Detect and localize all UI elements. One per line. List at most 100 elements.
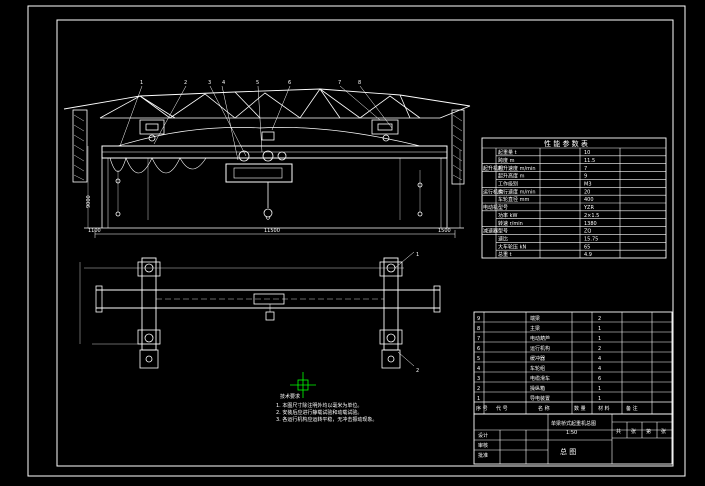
header-name: 名 称 bbox=[538, 405, 550, 412]
param-group: 减速器 bbox=[483, 228, 498, 235]
param-name: 型号 bbox=[498, 228, 508, 235]
callout-label: 6 bbox=[288, 80, 291, 86]
part-number: 4 bbox=[477, 366, 480, 372]
part-quantity: 4 bbox=[598, 366, 601, 372]
param-group: 起升机构 bbox=[483, 165, 503, 172]
part-name: 电缆滑车 bbox=[530, 375, 550, 382]
part-quantity: 4 bbox=[598, 356, 601, 362]
note-line: 1. 本图尺寸除注明外均以毫米为单位。 bbox=[276, 402, 362, 409]
param-value: 11.5 bbox=[584, 158, 595, 164]
sheet-label: 第 bbox=[646, 428, 651, 435]
title-block bbox=[473, 413, 673, 465]
param-name: 速比 bbox=[498, 235, 508, 242]
callout-label: 4 bbox=[222, 80, 225, 86]
part-quantity: 2 bbox=[598, 346, 601, 352]
param-value: 15.75 bbox=[584, 236, 598, 242]
callout-label: 5 bbox=[256, 80, 259, 86]
part-name: 导电装置 bbox=[530, 395, 550, 402]
part-name: 缓冲器 bbox=[530, 355, 545, 362]
span-dimension: 11500 bbox=[264, 228, 280, 234]
parts-list-header: 序 号 代 号 名 称 数 量 材 料 备 注 bbox=[476, 405, 638, 412]
parameter-table bbox=[481, 137, 667, 259]
note-line: 2. 安装后应进行静载试验和动载试验。 bbox=[276, 409, 362, 416]
param-name: 起升高度 m bbox=[498, 173, 525, 180]
title-row-label: 审核 bbox=[478, 442, 488, 449]
param-group: 运行机构 bbox=[483, 188, 503, 195]
left-small-dimension: 1100 bbox=[88, 228, 101, 234]
param-name: 跨度 m bbox=[498, 157, 515, 164]
part-number: 1 bbox=[477, 396, 480, 402]
header-code: 代 号 bbox=[496, 405, 508, 412]
parameter-table-title: 性 能 参 数 表 bbox=[544, 139, 588, 148]
part-quantity: 1 bbox=[598, 326, 601, 332]
drawing-scale: 1:50 bbox=[566, 430, 577, 436]
param-value: 2×1.5 bbox=[584, 213, 599, 219]
part-number: 8 bbox=[477, 326, 480, 332]
drawing-label: 总 图 bbox=[560, 447, 576, 456]
header-material: 材 料 bbox=[598, 405, 610, 412]
elevation-view bbox=[63, 85, 471, 238]
part-name: 电动葫芦 bbox=[530, 335, 550, 342]
part-quantity: 1 bbox=[598, 386, 601, 392]
part-number: 6 bbox=[477, 346, 480, 352]
note-line: 3. 各运行机构应运转平稳，无冲击振动现象。 bbox=[276, 416, 377, 423]
param-name: 转速 r/min bbox=[498, 220, 523, 227]
part-number: 7 bbox=[477, 336, 480, 342]
part-quantity: 1 bbox=[598, 396, 601, 402]
param-name: 大车轮压 kN bbox=[498, 243, 526, 250]
part-name: 运行机构 bbox=[530, 345, 550, 352]
param-value: 400 bbox=[584, 197, 594, 203]
drawing-title: 单梁桥式起重机总图 bbox=[551, 420, 596, 427]
part-quantity: 6 bbox=[598, 376, 601, 382]
plan-callout-label: 1 bbox=[416, 252, 419, 258]
sheet-label: 张 bbox=[661, 428, 666, 435]
part-name: 端梁 bbox=[530, 315, 540, 322]
part-number: 3 bbox=[477, 376, 480, 382]
param-value: 20 bbox=[584, 189, 590, 195]
callout-label: 8 bbox=[358, 80, 361, 86]
callout-label: 1 bbox=[140, 80, 143, 86]
param-value: 9 bbox=[584, 174, 587, 180]
technical-notes: 技术要求 1. 本图尺寸除注明外均以毫米为单位。 2. 安装后应进行静载试验和动… bbox=[276, 393, 377, 423]
inner-frame bbox=[56, 19, 674, 467]
part-name: 操纵箱 bbox=[530, 385, 545, 392]
param-value: 65 bbox=[584, 244, 590, 250]
sheet-label: 共 bbox=[616, 428, 621, 435]
param-value: M3 bbox=[584, 181, 592, 187]
parts-list bbox=[473, 311, 673, 415]
param-name: 型号 bbox=[498, 204, 508, 211]
param-group: 电动机 bbox=[483, 204, 498, 211]
param-name: 总重 t bbox=[498, 251, 512, 258]
part-number: 2 bbox=[477, 386, 480, 392]
param-name: 起重量 t bbox=[498, 149, 517, 156]
param-name: 功率 kW bbox=[498, 212, 517, 219]
param-value: 1380 bbox=[584, 221, 597, 227]
callout-label: 7 bbox=[338, 80, 341, 86]
header-no: 序 号 bbox=[476, 405, 488, 412]
title-block-text: 单梁桥式起重机总图 1:50 总 图 设计 审核 批准 共 张 第 张 bbox=[478, 420, 666, 459]
outer-frame bbox=[27, 5, 686, 477]
notes-title: 技术要求 bbox=[280, 393, 300, 400]
elevation-callouts: 1 2 3 4 5 6 7 8 bbox=[140, 80, 361, 86]
part-number: 5 bbox=[477, 356, 480, 362]
callout-label: 3 bbox=[208, 80, 211, 86]
param-name: 工作级别 bbox=[498, 180, 518, 187]
part-name: 主梁 bbox=[530, 325, 540, 332]
param-value: ZQ bbox=[584, 229, 591, 235]
param-value: 10 bbox=[584, 150, 590, 156]
sheet-label: 张 bbox=[631, 428, 636, 435]
ucs-crosshair-icon bbox=[290, 372, 316, 398]
plan-view bbox=[79, 251, 441, 369]
title-row-label: 批准 bbox=[478, 452, 488, 459]
param-name: 起升速度 m/min bbox=[498, 165, 536, 172]
right-small-dimension: 1500 bbox=[438, 228, 451, 234]
param-name: 运行速度 m/min bbox=[498, 188, 536, 195]
header-qty: 数 量 bbox=[574, 405, 586, 412]
plan-callout-label: 2 bbox=[416, 368, 419, 374]
param-name: 车轮直径 mm bbox=[498, 196, 529, 203]
param-value: 4.9 bbox=[584, 252, 592, 258]
title-row-label: 设计 bbox=[478, 432, 488, 439]
part-quantity: 1 bbox=[598, 336, 601, 342]
